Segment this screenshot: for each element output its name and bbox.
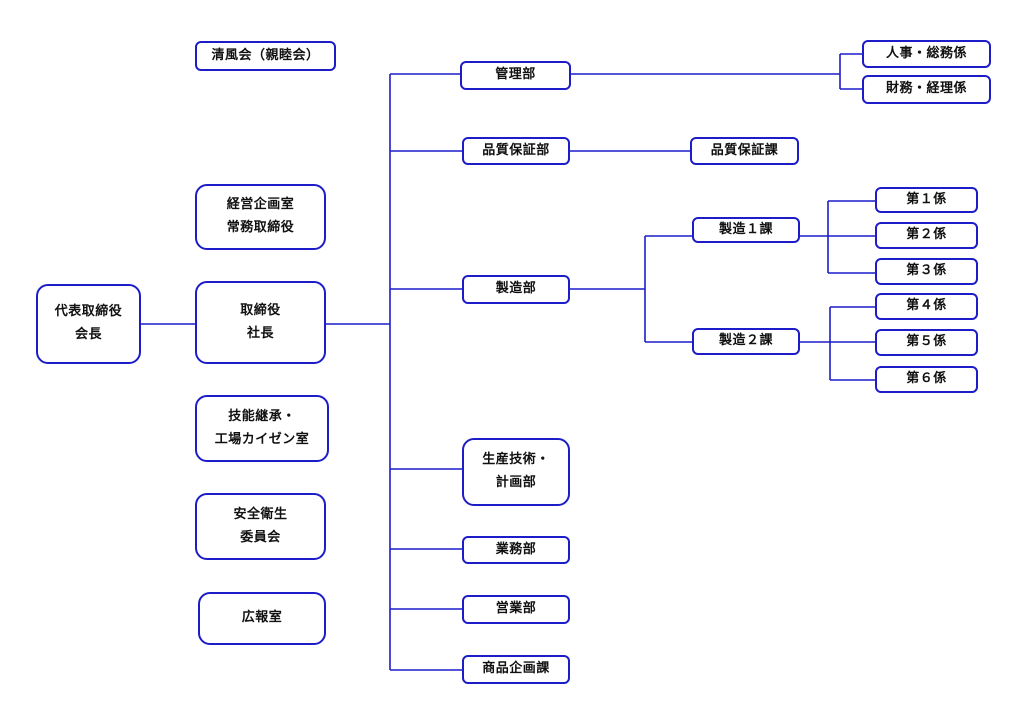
- production-engineering-box: 生産技術・ 計画部: [462, 438, 570, 506]
- president-title: 取締役: [240, 302, 281, 318]
- sales-department-box: 営業部: [462, 595, 570, 624]
- qa-section-label: 品質保証課: [710, 142, 779, 158]
- safety-committee-box: 安全衛生 委員会: [195, 493, 326, 560]
- corporate-planning-box: 経営企画室 常務取締役: [195, 184, 326, 250]
- kaizen-office-line1: 技能継承・: [228, 408, 296, 424]
- manufacturing-section-2-box: 製造２課: [692, 328, 800, 355]
- manufacturing-department-label: 製造部: [495, 281, 537, 297]
- hr-general-section-box: 人事・総務係: [862, 40, 991, 68]
- production-engineering-line2: 計画部: [495, 475, 537, 490]
- safety-committee-line2: 委員会: [240, 529, 281, 545]
- team-1-box: 第１係: [875, 187, 978, 213]
- friendship-club-box: 清風会（親睦会）: [195, 41, 336, 71]
- managing-director-label: 常務取締役: [226, 220, 295, 235]
- qa-department-box: 品質保証部: [462, 137, 570, 165]
- operations-department-box: 業務部: [462, 536, 570, 564]
- pr-office-box: 広報室: [198, 592, 326, 645]
- president-box: 取締役 社長: [195, 281, 326, 364]
- team-4-box: 第４係: [875, 293, 978, 320]
- pr-office-label: 広報室: [241, 610, 283, 626]
- kaizen-office-box: 技能継承・ 工場カイゼン室: [195, 395, 329, 462]
- admin-department-box: 管理部: [460, 61, 571, 90]
- production-engineering-line1: 生産技術・: [482, 452, 550, 468]
- product-planning-box: 商品企画課: [462, 655, 570, 684]
- qa-section-box: 品質保証課: [690, 137, 799, 165]
- team-6-label: 第６係: [906, 371, 947, 387]
- product-planning-label: 商品企画課: [482, 661, 550, 677]
- chairman-box: 代表取締役 会長: [36, 284, 141, 364]
- manufacturing-section-1-label: 製造１課: [718, 221, 773, 237]
- president-role: 社長: [246, 325, 274, 341]
- team-2-box: 第２係: [875, 222, 978, 249]
- team-3-box: 第３係: [875, 258, 978, 285]
- admin-department-label: 管理部: [495, 67, 536, 83]
- team-2-label: 第２係: [906, 227, 947, 243]
- operations-department-label: 業務部: [495, 541, 537, 557]
- sales-department-label: 営業部: [495, 601, 537, 617]
- manufacturing-section-1-box: 製造１課: [692, 217, 800, 243]
- team-5-label: 第５係: [906, 334, 947, 350]
- team-3-label: 第３係: [906, 263, 947, 279]
- corporate-planning-label: 経営企画室: [226, 197, 295, 213]
- chairman-title: 代表取締役: [54, 304, 123, 320]
- qa-department-label: 品質保証部: [482, 142, 550, 158]
- team-6-box: 第６係: [875, 366, 978, 393]
- safety-committee-line1: 安全衛生: [233, 506, 288, 522]
- manufacturing-department-box: 製造部: [462, 275, 570, 304]
- chairman-role: 会長: [74, 327, 102, 342]
- manufacturing-section-2-label: 製造２課: [718, 333, 773, 349]
- friendship-club-label: 清風会（親睦会）: [211, 47, 320, 63]
- team-4-label: 第４係: [906, 298, 947, 314]
- hr-general-section-label: 人事・総務係: [885, 45, 967, 61]
- finance-accounting-section-box: 財務・経理係: [862, 75, 991, 104]
- team-5-box: 第５係: [875, 329, 978, 356]
- team-1-label: 第１係: [906, 191, 947, 207]
- finance-accounting-section-label: 財務・経理係: [885, 81, 967, 97]
- kaizen-office-line2: 工場カイゼン室: [214, 431, 310, 447]
